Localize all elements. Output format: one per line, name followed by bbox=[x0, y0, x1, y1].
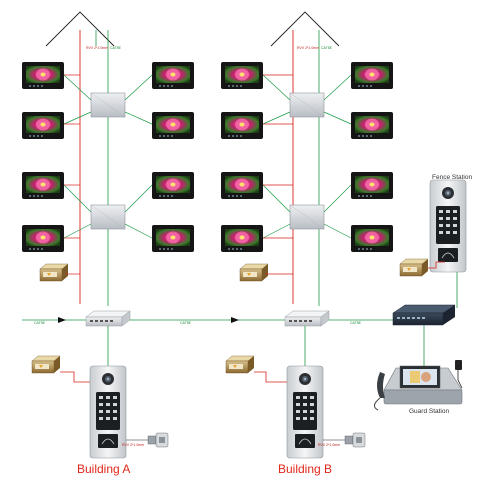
backbone-network bbox=[22, 317, 393, 323]
indoor-monitor-icon bbox=[152, 225, 194, 252]
power-adaptor-icon bbox=[455, 360, 463, 389]
door-station-icon bbox=[89, 365, 127, 459]
building-a-label: Building A bbox=[77, 462, 131, 476]
power-cable-label: RVV 2*1.0mm bbox=[86, 46, 108, 50]
power-supply-icon bbox=[239, 263, 269, 282]
building-b-label: Building B bbox=[278, 462, 333, 476]
building-a-diagram bbox=[22, 11, 194, 459]
indoor-monitor-icon bbox=[152, 62, 194, 89]
network-cable-label: CAT5E bbox=[321, 46, 333, 50]
network-cable-label: CAT5E bbox=[180, 321, 192, 325]
network-switch-icon bbox=[284, 310, 330, 327]
fence-and-guard bbox=[374, 179, 467, 411]
indoor-monitor-icon bbox=[22, 225, 64, 252]
electric-lock-icon bbox=[344, 432, 366, 448]
network-switch-icon bbox=[90, 92, 126, 118]
indoor-monitor-icon bbox=[152, 112, 194, 139]
indoor-monitor-icon bbox=[152, 172, 194, 199]
power-supply-icon bbox=[31, 355, 61, 374]
building-b-diagram bbox=[221, 11, 393, 459]
indoor-monitor-icon bbox=[221, 225, 263, 252]
guard-station-label: Guard Station bbox=[409, 408, 450, 415]
network-cable-label: CAT5E bbox=[34, 321, 46, 325]
indoor-monitor-icon bbox=[22, 62, 64, 89]
power-supply-icon bbox=[39, 263, 69, 282]
guard-station-icon bbox=[374, 365, 463, 411]
indoor-monitor-icon bbox=[351, 112, 393, 139]
indoor-monitor-icon bbox=[351, 62, 393, 89]
indoor-monitor-icon bbox=[22, 112, 64, 139]
power-supply-icon bbox=[225, 355, 255, 374]
indoor-monitor-icon bbox=[22, 172, 64, 199]
indoor-monitor-icon bbox=[351, 172, 393, 199]
indoor-monitor-icon bbox=[221, 172, 263, 199]
power-supply-icon bbox=[399, 258, 429, 277]
indoor-monitor-icon bbox=[221, 112, 263, 139]
network-cable-label: CAT5E bbox=[350, 321, 362, 325]
power-cable-label: RVV 2*1.0mm bbox=[318, 443, 340, 447]
indoor-monitor-icon bbox=[351, 225, 393, 252]
network-switch-icon bbox=[289, 92, 325, 118]
fence-station-label: Fence Station bbox=[432, 174, 473, 181]
network-cable-label: CAT5E bbox=[110, 46, 122, 50]
network-switch-icon bbox=[85, 310, 131, 327]
network-switch-icon bbox=[90, 204, 126, 230]
power-cable-label: RVV 2*1.0mm bbox=[297, 46, 319, 50]
poe-switch-icon bbox=[392, 304, 456, 326]
electric-lock-icon bbox=[147, 432, 169, 448]
power-cable-label: RVV 2*1.0mm bbox=[122, 443, 144, 447]
network-switch-icon bbox=[289, 204, 325, 230]
cable-labels: RVV 2*1.0mm CAT5E RVV 2*1.0mm CAT5E CAT5… bbox=[34, 46, 362, 447]
indoor-monitor-icon bbox=[221, 62, 263, 89]
door-station-icon bbox=[429, 179, 467, 273]
antenna-icon bbox=[270, 11, 340, 47]
